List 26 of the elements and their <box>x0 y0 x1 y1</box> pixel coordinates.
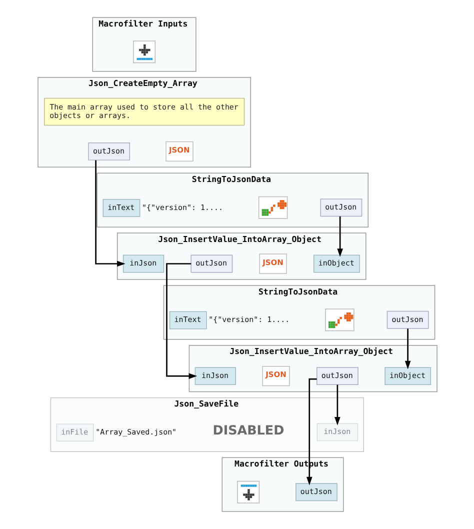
arrow <box>404 328 410 370</box>
node-box: inJson <box>122 254 164 273</box>
node-box: outJson <box>316 367 358 386</box>
node-text: DISABLED <box>212 422 284 438</box>
node-box: outJson <box>295 483 337 502</box>
node-label: "{"version": 1.... <box>208 315 290 324</box>
node-box: inObject <box>384 367 431 386</box>
arrow <box>334 384 340 426</box>
arrow <box>166 263 197 379</box>
node-box: outJson <box>190 254 232 273</box>
node-box: inJson <box>316 423 358 442</box>
node-box: inObject <box>313 254 360 273</box>
node-box: The main array used to store all the other objects or arrays. <box>43 98 244 126</box>
node-box: JSON <box>258 254 286 274</box>
node-box: inJson <box>194 367 236 386</box>
arrow <box>336 216 342 257</box>
node-box: outJson <box>386 310 428 329</box>
node-box: outJson <box>320 198 362 217</box>
node-box: outJson <box>88 142 130 160</box>
arrow <box>94 160 125 267</box>
node-box: JSON <box>262 366 290 386</box>
node-label: "Array_Saved.json" <box>95 427 176 436</box>
arrow <box>306 378 316 486</box>
cluster: Macrofilter Inputs <box>92 17 196 72</box>
node-box: JSON <box>165 141 193 162</box>
node-label: "{"version": 1.... <box>142 202 222 212</box>
